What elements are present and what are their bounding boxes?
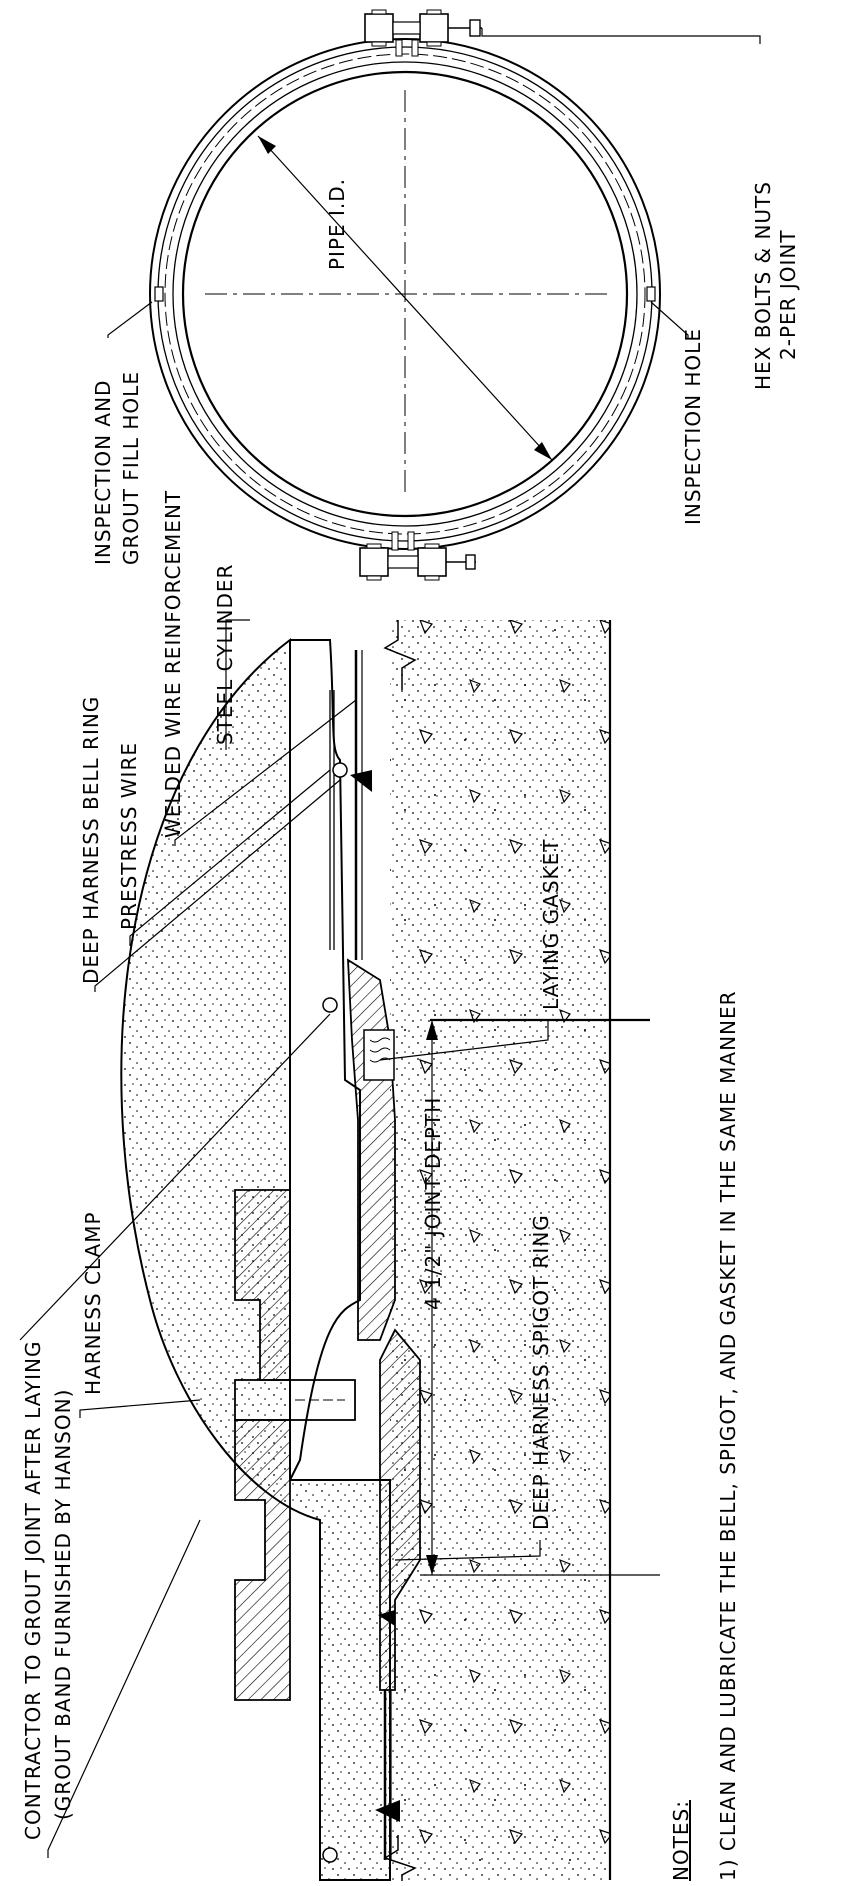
hex-bolts-label-line1: HEX BOLTS & NUTS bbox=[751, 181, 775, 390]
contractor-label-line2: (GROUT BAND FURNISHED BY HANSON) bbox=[51, 1389, 75, 1820]
hex-bolts-label-line2: 2-PER JOINT bbox=[776, 229, 800, 360]
laying-gasket-label: LAYING GASKET bbox=[539, 838, 563, 1010]
deep-bell-ring-label: DEEP HARNESS BELL RING bbox=[79, 696, 103, 984]
inspection-hole-label: INSPECTION HOLE bbox=[681, 328, 705, 525]
inspection-grout-label-line1: INSPECTION AND bbox=[91, 380, 115, 565]
harness-clamp-label: HARNESS CLAMP bbox=[81, 1211, 105, 1395]
welded-wire-label: WELDED WIRE REINFORCEMENT bbox=[161, 490, 185, 838]
deep-spigot-ring-label: DEEP HARNESS SPIGOT RING bbox=[529, 1214, 553, 1530]
contractor-label-line1: CONTRACTOR TO GROUT JOINT AFTER LAYING bbox=[21, 1341, 45, 1840]
hex-bolt-bottom bbox=[359, 531, 476, 581]
pipe-cross-section bbox=[149, 38, 661, 550]
notes-heading: NOTES: bbox=[669, 1800, 693, 1881]
joint-detail-section bbox=[120, 620, 660, 1881]
joint-detail-leaders bbox=[19, 619, 549, 1858]
inspection-grout-label-line2: GROUT FILL HOLE bbox=[119, 371, 143, 565]
pipe-id-label: PIPE I.D. bbox=[325, 178, 349, 270]
note-1: 1) CLEAN AND LUBRICATE THE BELL, SPIGOT,… bbox=[716, 990, 740, 1881]
cross-section-leaders bbox=[107, 28, 761, 338]
joint-depth-label: 4 1/2" JOINT DEPTH bbox=[421, 1097, 445, 1310]
steel-cylinder-label: STEEL CYLINDER bbox=[213, 564, 237, 745]
prestress-wire-label: PRESTRESS WIRE bbox=[117, 742, 141, 930]
hex-bolt-top bbox=[364, 9, 482, 57]
